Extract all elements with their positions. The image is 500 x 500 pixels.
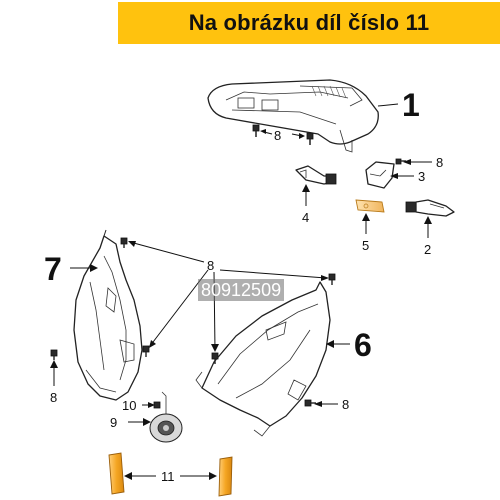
callout-5: 5 [362,238,369,253]
part-11-reflector-right [218,456,233,497]
part-5-amber-lens [355,199,385,213]
screw-8b [395,158,406,165]
screw-8e [304,399,316,407]
callout-8d: 8 [50,390,57,405]
part-6-right-panel [195,281,331,437]
callout-8c: 8 [207,258,214,273]
callout-9: 9 [110,415,117,430]
callout-8a: 8 [274,128,281,143]
callout-1: 1 [402,87,420,123]
callout-8e: 8 [342,397,349,412]
callout-7: 7 [44,251,62,287]
callout-10: 10 [122,398,136,413]
part-7-left-panel [73,229,143,401]
screw-8c-top [120,237,128,248]
part-11-reflector-left [108,452,125,495]
banner-text: Na obrázku díl číslo 11 [188,10,430,35]
screw-8a-right [306,132,314,145]
screw-8d [50,349,58,360]
callout-4: 4 [302,210,309,225]
callout-6: 6 [354,327,372,363]
part-2-indicator-right [405,199,455,217]
part-3-bracket [365,161,395,189]
title-banner: Na obrázku díl číslo 11 [118,2,500,44]
callout-8b: 8 [436,155,443,170]
part-number-watermark: 80912509 [198,279,285,301]
callout-11: 11 [161,469,175,484]
part-4-indicator-left [295,165,337,185]
part-9-horn [149,391,183,443]
screw-8c-right-top [328,273,336,285]
part-1-tail-light [207,79,399,153]
callout-3: 3 [418,169,425,184]
screw-8c-mid [142,345,150,357]
callout-2: 2 [424,242,431,257]
screw-8a-left [252,124,260,137]
